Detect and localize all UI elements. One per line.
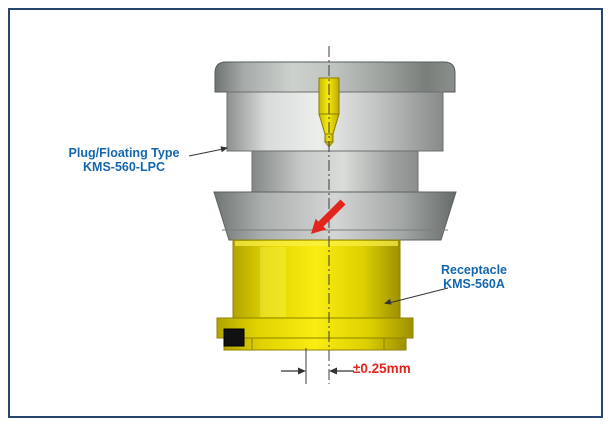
receptacle-label-line2: KMS-560A [443,277,505,291]
plug-skirt [213,191,457,241]
receptacle-body-highlight [260,247,286,317]
receptacle-label: Receptacle KMS-560A [428,263,520,291]
dimension-arrowhead-right-icon [329,367,337,375]
receptacle-flange [216,317,414,339]
plug-label: Plug/Floating Type KMS-560-LPC [56,146,192,174]
leader-lines [188,146,449,305]
plug-label-line2: KMS-560-LPC [83,160,165,174]
leader-line-receptacle [388,287,449,304]
receptacle-label-line1: Receptacle [440,263,507,277]
receptacle-assembly [216,239,414,351]
plug-label-line1: Plug/Floating Type [68,146,180,160]
tolerance-label: ±0.25mm [353,361,411,376]
dimension-arrowhead-left-icon [298,367,306,375]
leader-arrowhead-receptacle-icon [384,298,392,305]
receptacle-base-ring [223,337,407,351]
plug-neck [251,150,419,193]
receptacle-body [232,239,401,321]
leader-arrowhead-plug-icon [220,146,228,153]
dimension-arrows [281,367,354,375]
plug-cap [214,61,456,93]
plug-assembly [213,61,457,241]
receptacle-top-highlight [235,241,398,246]
leader-line-plug [188,148,224,157]
keying-block [223,328,245,347]
offset-arrow-icon [311,199,346,234]
